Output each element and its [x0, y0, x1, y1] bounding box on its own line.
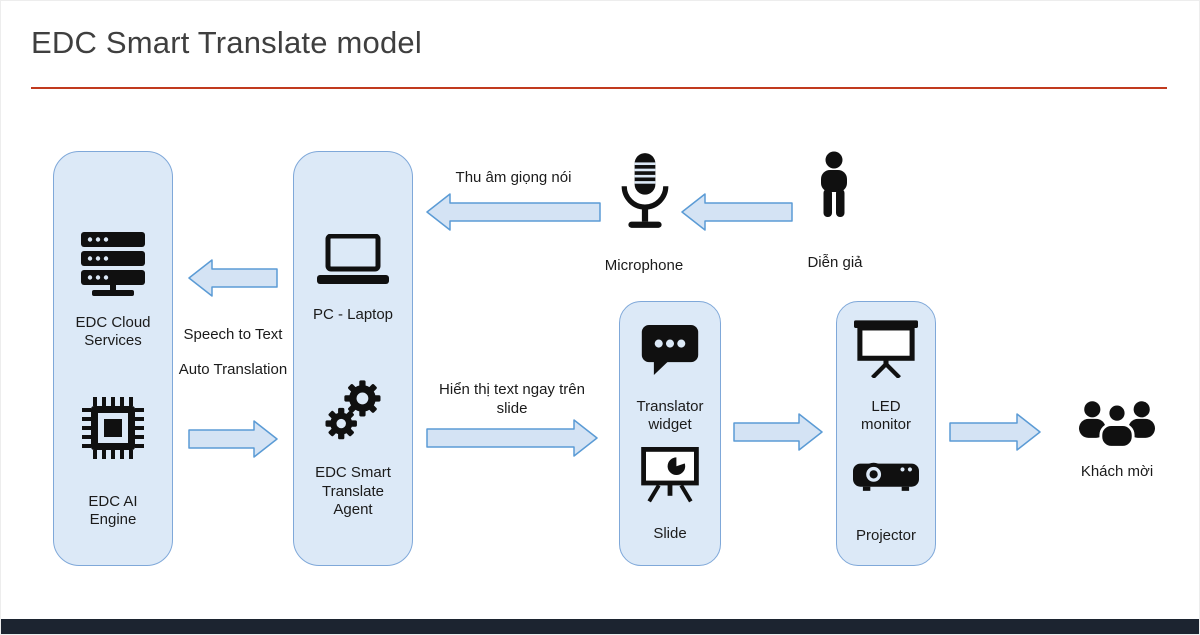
auto-translation-label: Auto Translation — [178, 361, 288, 378]
microphone-label: Microphone — [604, 257, 684, 274]
chat-icon — [641, 325, 699, 375]
display-text-label: Hiển thị text ngay trên slide — [439, 381, 585, 417]
pc-laptop-label: PC - Laptop — [312, 306, 394, 323]
slide-title: EDC Smart Translate model — [31, 25, 422, 60]
audience-icon — [1079, 401, 1155, 449]
server-icon — [81, 232, 145, 296]
speech-to-text-label: Speech to Text — [183, 326, 283, 343]
laptop-icon — [317, 234, 389, 284]
arrow-cloud-to-pc — [188, 420, 278, 458]
translator-widget-box: Translator widget Slide — [619, 301, 721, 566]
ai-engine-label: EDC AI Engine — [88, 492, 138, 528]
arrow-speaker-to-mic — [681, 193, 793, 231]
gears-icon — [325, 380, 381, 440]
pc-agent-box: PC - Laptop — [293, 151, 413, 566]
arrow-display-to-guests — [949, 413, 1041, 451]
smart-agent-label: EDC Smart Translate Agent — [315, 464, 391, 518]
arrow-mic-to-pc — [426, 193, 601, 231]
display-box: LED monitor Projector — [836, 301, 936, 566]
record-voice-label: Thu âm giọng nói — [455, 169, 572, 186]
translator-widget-label: Translator widget — [636, 398, 704, 434]
footer-bar — [1, 619, 1199, 634]
cloud-services-box: EDC Cloud Services EDC AI Engine — [53, 151, 173, 566]
speaker-label: Diễn giả — [807, 254, 863, 271]
person-icon — [821, 151, 847, 217]
led-monitor-label: LED monitor — [860, 398, 912, 434]
arrow-pc-to-cloud — [188, 259, 278, 297]
slide-easel-icon — [641, 446, 699, 503]
microphone-icon — [621, 153, 669, 228]
arrow-pc-to-widget — [426, 419, 598, 457]
cloud-services-label: EDC Cloud Services — [75, 314, 151, 350]
projector-icon — [853, 462, 919, 491]
accent-divider — [31, 87, 1167, 89]
slide-label: Slide — [653, 524, 687, 542]
arrow-widget-to-display — [733, 413, 823, 451]
projector-label: Projector — [855, 526, 917, 544]
guests-label: Khách mời — [1080, 463, 1154, 480]
chip-icon — [82, 396, 144, 459]
led-screen-icon — [854, 320, 918, 378]
